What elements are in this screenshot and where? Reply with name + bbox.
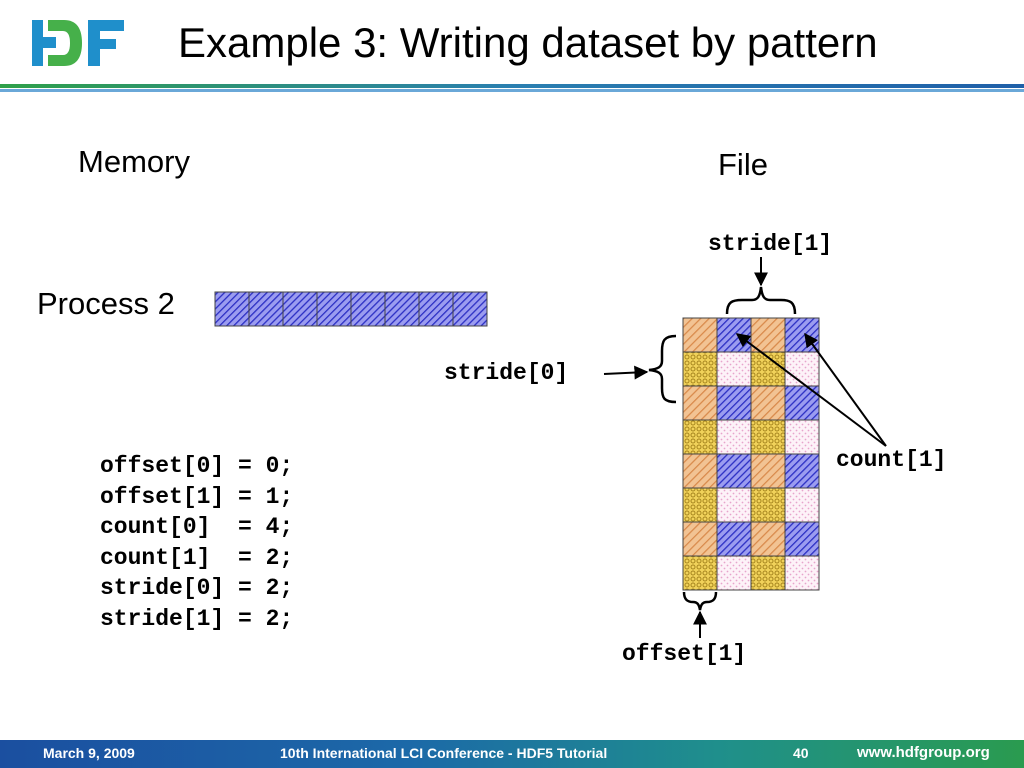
file-cell	[682, 385, 718, 421]
code-line: count[1] = 2;	[100, 544, 294, 571]
footer-url: www.hdfgroup.org	[857, 744, 990, 761]
file-cell	[750, 487, 786, 523]
footer-page-number: 40	[793, 745, 809, 761]
title-rule	[0, 84, 1024, 92]
file-cell	[716, 351, 752, 387]
memory-cell	[418, 291, 454, 327]
selection-parameters-code: offset[0] = 0; offset[1] = 1; count[0] =…	[100, 451, 293, 634]
memory-cell	[316, 291, 352, 327]
file-cell	[682, 351, 718, 387]
memory-cell	[384, 291, 420, 327]
memory-label: Memory	[78, 144, 190, 179]
file-cell	[750, 419, 786, 455]
file-cell	[682, 487, 718, 523]
offset1-brace	[682, 591, 718, 611]
file-cell	[682, 419, 718, 455]
selection-diagram	[214, 257, 887, 638]
footer-date: March 9, 2009	[43, 745, 135, 761]
code-line: offset[1] = 1;	[100, 483, 294, 510]
file-cell	[682, 555, 718, 591]
file-cell	[750, 555, 786, 591]
file-cell	[750, 317, 786, 353]
slide-title: Example 3: Writing dataset by pattern	[178, 19, 878, 66]
hdf-logo-mark	[32, 20, 124, 66]
hdf-logo	[26, 14, 130, 72]
file-cell-selected	[716, 521, 752, 557]
stride0-arrow	[603, 365, 649, 380]
process-label: Process 2	[37, 286, 175, 321]
file-label: File	[718, 147, 768, 182]
code-line: offset[0] = 0;	[100, 453, 294, 479]
file-cell	[716, 555, 752, 591]
footer-bar: March 9, 2009 10th International LCI Con…	[0, 740, 1024, 768]
file-cell	[784, 351, 820, 387]
count1-label: count[1]	[836, 447, 947, 473]
footer-event: 10th International LCI Conference - HDF5…	[280, 745, 608, 761]
file-cell	[784, 419, 820, 455]
file-cell	[682, 317, 718, 353]
count1-arrow-a	[735, 333, 887, 447]
memory-cell	[452, 291, 488, 327]
stride1-brace	[725, 286, 797, 315]
stride0-brace	[648, 334, 677, 404]
file-cell	[716, 419, 752, 455]
memory-cell	[248, 291, 284, 327]
memory-buffer	[214, 291, 488, 327]
file-cell	[682, 453, 718, 489]
code-line: count[0] = 4;	[100, 514, 294, 540]
offset1-label: offset[1]	[622, 641, 747, 667]
file-cell-selected	[784, 453, 820, 489]
file-cell	[784, 555, 820, 591]
stride0-label: stride[0]	[444, 360, 569, 386]
count1-arrow-b	[804, 332, 887, 447]
file-cell	[750, 521, 786, 557]
file-cell	[682, 521, 718, 557]
file-cell-selected	[784, 521, 820, 557]
file-cell-selected	[716, 453, 752, 489]
file-cell	[750, 385, 786, 421]
file-cell	[750, 453, 786, 489]
file-grid	[682, 317, 820, 591]
file-cell-selected	[716, 385, 752, 421]
file-cell	[784, 487, 820, 523]
memory-cell	[214, 291, 250, 327]
file-cell-selected	[716, 317, 752, 353]
memory-cell	[282, 291, 318, 327]
code-line: stride[1] = 2;	[100, 605, 294, 632]
file-cell	[716, 487, 752, 523]
memory-cell	[350, 291, 386, 327]
code-line: stride[0] = 2;	[100, 575, 294, 601]
stride1-label: stride[1]	[708, 231, 833, 257]
